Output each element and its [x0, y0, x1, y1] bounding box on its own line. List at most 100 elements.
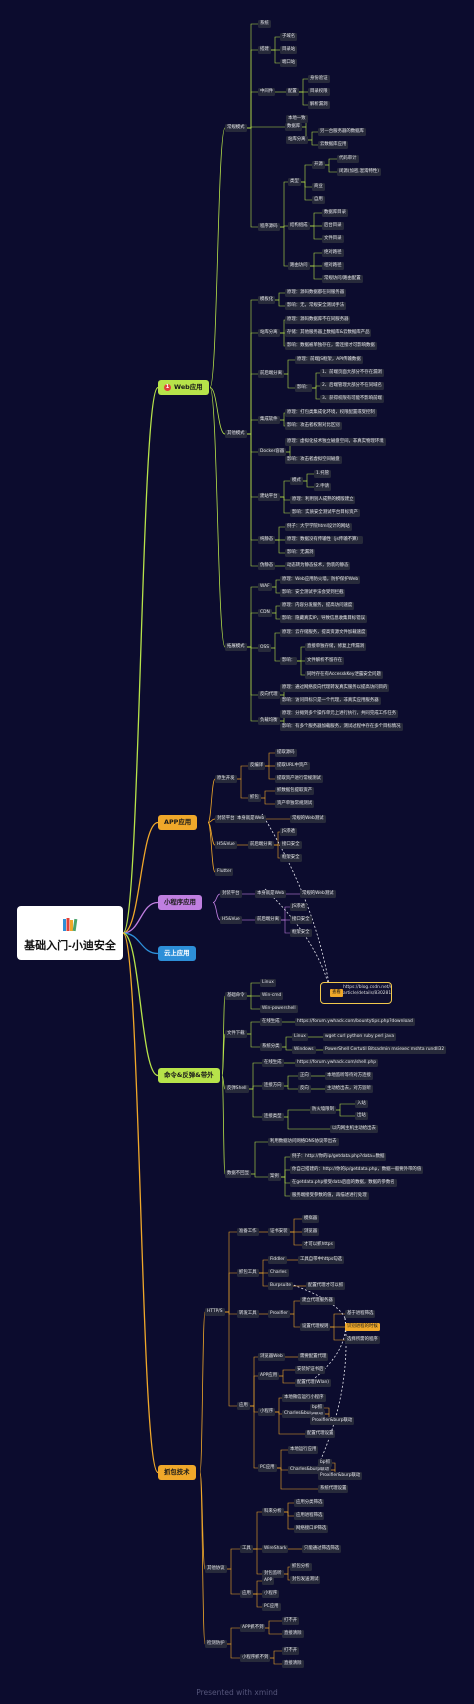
node-c4b3[interactable]: 在getdata.php接受data后面的数据，数据的参数名	[290, 1179, 397, 1187]
node-a3a1[interactable]: JS渗透	[280, 828, 297, 836]
node-p2a3b[interactable]: 封包发送测试	[290, 1576, 321, 1584]
node-p3b1[interactable]: 打不开	[282, 1647, 300, 1655]
branch-3[interactable]: 云上应用	[158, 946, 196, 961]
node-a1b2[interactable]: 资产单独常规测试	[275, 800, 315, 808]
node-c4a[interactable]: 利用数据访问网络DNS协议带出去	[268, 1138, 339, 1146]
node-c3c1b[interactable]: 出站	[355, 1112, 368, 1120]
node-w1e[interactable]: 程序源码	[258, 223, 280, 231]
node-a2a[interactable]: 本身就是Web	[235, 815, 267, 823]
node-w3c[interactable]: OSS	[258, 644, 272, 652]
node-p2b[interactable]: 应用	[240, 1590, 253, 1598]
node-p1a1a[interactable]: 模拟器	[302, 1215, 320, 1223]
node-w1d2a[interactable]: 另一台服务器的数据库	[318, 128, 366, 136]
node-p1d4b2[interactable]: Proxifier&burp联动	[318, 1472, 363, 1480]
node-c4b2[interactable]: 你自己搭建的：http://你的ip/getdata.php，数据一般要外带的值	[290, 1166, 424, 1174]
node-w1e1[interactable]: 类型	[288, 178, 301, 186]
node-w3b1[interactable]: 原理：内容分发服务，提高访问速度	[280, 602, 355, 610]
node-w1d2[interactable]: 站库分离	[286, 136, 308, 144]
link-callout[interactable]: 查看 https://blog.csdn.net/weixin_43505275…	[320, 982, 392, 1004]
node-w2d2[interactable]: 影响：攻击者权限对比区别	[285, 422, 342, 430]
node-p1b2[interactable]: Charles	[268, 1269, 289, 1277]
node-p2a1a[interactable]: 应用分类筛选	[294, 1499, 325, 1507]
branch-1[interactable]: APP应用	[158, 815, 198, 830]
node-w2g2[interactable]: 原理：数据没有传输性（js传输不算）	[285, 536, 363, 544]
node-w1e1a[interactable]: 开源	[312, 161, 325, 169]
node-c3b2a[interactable]: 主动给出去，对方监听	[325, 1085, 373, 1093]
node-w2h[interactable]: 伪静态	[258, 562, 276, 570]
node-w2f2[interactable]: 原理：利用别人成熟的模版建立	[290, 496, 356, 504]
node-w3[interactable]: 拓展模式	[225, 643, 247, 651]
node-p1d2b[interactable]: 配置代理(Wlan)	[295, 1379, 332, 1387]
node-w2b[interactable]: 站库分离	[258, 329, 280, 337]
node-p1a[interactable]: 准备工作	[237, 1228, 259, 1236]
node-m2a[interactable]: 前后端分离	[255, 916, 281, 924]
node-c1[interactable]: 基础命令	[225, 992, 247, 1000]
node-w1e3a[interactable]: 绝对路径	[322, 249, 344, 257]
node-w1e1a1[interactable]: 代码审计	[337, 155, 359, 163]
node-w3d1[interactable]: 原理：通过网络反向代理转发真实服务以提高访问目的	[280, 684, 390, 692]
node-c2b[interactable]: 系统分类	[260, 1043, 282, 1051]
node-p1d2[interactable]: APP应用	[258, 1372, 280, 1380]
node-p1a1c[interactable]: 才可以抓https	[302, 1241, 335, 1249]
node-a2[interactable]: 封装平台	[215, 815, 237, 823]
node-p3b2[interactable]: 直接清除	[282, 1660, 304, 1668]
node-p1c1b2[interactable]: 识别进程的时候	[345, 1323, 380, 1331]
node-p1d1[interactable]: 浏览器Web	[258, 1353, 285, 1361]
node-p2a1b[interactable]: 应用进程筛选	[294, 1512, 325, 1520]
node-m1a[interactable]: 本身就是Web	[255, 890, 287, 898]
node-w2f1a[interactable]: 1.托管	[314, 470, 331, 478]
node-p1d1a[interactable]: 需要配置代理	[298, 1353, 329, 1361]
node-w3d2[interactable]: 影响：访问目标只是一个代理，非真实应用服务器	[280, 697, 381, 705]
node-w2g1[interactable]: 例子：大学学院html设计的网站	[285, 523, 352, 531]
node-w2b3[interactable]: 影响：数据被单独存在，需连接才可影响数据	[285, 342, 377, 350]
node-w2[interactable]: 其他模式	[225, 430, 247, 438]
node-w1e1a2[interactable]: 闭源(加密,混淆特性)	[337, 168, 381, 176]
branch-4[interactable]: 命令&反弹&带外	[158, 1068, 220, 1083]
node-w1d[interactable]: 数据库	[285, 123, 303, 131]
node-p1b1[interactable]: Fiddler	[268, 1256, 287, 1264]
node-w1e3c[interactable]: 常规访问/路由配置	[322, 275, 363, 283]
node-w2a2[interactable]: 影响：无，常规安全测试手法	[285, 302, 347, 310]
node-p1c1b1[interactable]: 基于进程筛选	[345, 1310, 376, 1318]
node-a1[interactable]: 原生开发	[215, 775, 237, 783]
node-c1a[interactable]: Linux	[260, 979, 276, 987]
node-w3e[interactable]: 负载均衡	[258, 717, 280, 725]
node-a1b1[interactable]: 抓数据包提取资产	[275, 787, 315, 795]
node-w2a[interactable]: 模板化	[258, 296, 276, 304]
node-a1a1[interactable]: 提取源码	[275, 749, 297, 757]
node-p2a2[interactable]: WireShark	[262, 1545, 289, 1553]
node-w1b3[interactable]: 端口站	[280, 59, 298, 67]
node-c4b4[interactable]: 服务端接受参数的值，再描述进行处理	[290, 1192, 369, 1200]
node-w2c2c[interactable]: 3、获得权限有可能不影响前端	[320, 395, 384, 403]
node-a1a[interactable]: 反编译	[248, 762, 266, 770]
node-c3a1[interactable]: https://forum.ywhack.com/shell.php	[295, 1059, 379, 1067]
node-p1[interactable]: HTTP/S	[205, 1308, 225, 1316]
node-a3a3[interactable]: 框架安全	[280, 854, 302, 862]
node-c2b2[interactable]: Windows	[292, 1046, 316, 1054]
node-w1e2[interactable]: 结构组成	[288, 222, 310, 230]
node-m1a1[interactable]: 常规的Web测试	[300, 890, 336, 898]
node-p1d3b2[interactable]: Proxifier&burp联动	[310, 1417, 355, 1425]
node-m2[interactable]: H5&Vue	[220, 916, 242, 924]
node-c2a1[interactable]: https://forum.ywhack.com/bountytips.php?…	[295, 1018, 415, 1026]
node-w2b2[interactable]: 存储：其他服务器上数据库&云数据库产品	[285, 329, 372, 337]
node-p1d3[interactable]: 小程序	[258, 1408, 276, 1416]
node-c3a[interactable]: 在线生成	[262, 1059, 284, 1067]
node-w3e1[interactable]: 原理：分摊到多个操作单元上进行执行，共同完成工作任务	[280, 710, 399, 718]
node-w2c2a[interactable]: 1、前端页面大部分不存在漏洞	[320, 369, 384, 377]
node-w3b[interactable]: CDN	[258, 609, 272, 617]
node-p2a1[interactable]: 科来分析	[262, 1508, 284, 1516]
node-c3[interactable]: 反弹Shell	[225, 1085, 249, 1093]
node-p2a1c[interactable]: 网络接口IP筛选	[294, 1525, 329, 1533]
node-w3c2[interactable]: 影响：	[280, 657, 298, 665]
node-w3a2[interactable]: 影响：安全测试手法会受到拦截	[280, 589, 346, 597]
node-p1d3c[interactable]: 配置代理设置	[305, 1430, 336, 1438]
node-p1a1b[interactable]: 浏览器	[302, 1228, 320, 1236]
node-w2e[interactable]: Docker容器	[258, 448, 287, 456]
node-a1a3[interactable]: 提取资产进行常规测试	[275, 775, 323, 783]
node-p1d4b1[interactable]: bp抓	[318, 1459, 332, 1467]
node-w3c2c[interactable]: 同时存在有AccesskKey泄露安全问题	[305, 671, 383, 679]
node-w1e2b[interactable]: 后台目录	[322, 222, 344, 230]
node-c3b2[interactable]: 反向	[298, 1085, 311, 1093]
